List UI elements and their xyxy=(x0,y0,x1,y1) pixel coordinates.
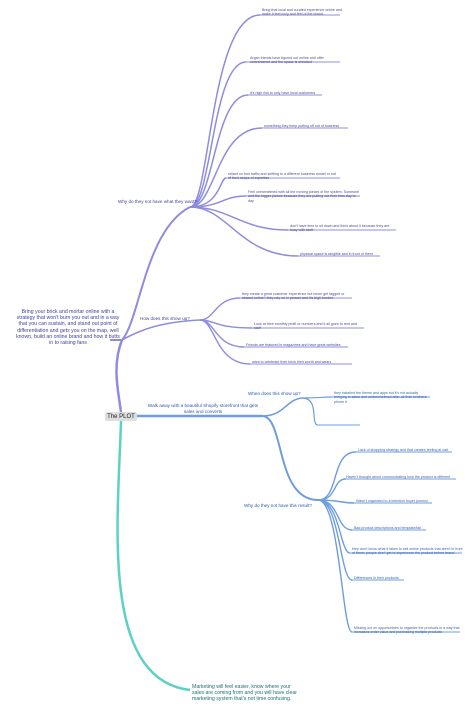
purple-why-item-1: Bring that local and curated experience … xyxy=(262,8,342,17)
blue-why-item-4: Bad product descriptions and template/ta… xyxy=(354,526,421,530)
central-node[interactable]: The PLOT xyxy=(105,412,137,421)
blue-show-underlines xyxy=(318,396,430,426)
connector-root-teal xyxy=(116,420,191,692)
purple-show-label: How does this show up? xyxy=(140,316,190,321)
blue-show-label: When does this show up? xyxy=(248,391,301,396)
purple-show-item-3: Friends are featured in magazines and ha… xyxy=(246,343,341,347)
blue-why-branches xyxy=(317,451,357,633)
teal-summary: Marketing will feel easier, know where y… xyxy=(192,684,297,703)
purple-why-item-6: Feel overwhelmed with all the moving pie… xyxy=(248,190,360,203)
purple-show-item-1: they create a great customer experience … xyxy=(242,292,345,301)
connector-purple-show xyxy=(121,319,201,341)
purple-why-item-2: Argan friends have figured out online an… xyxy=(250,56,324,65)
purple-why-item-3: It's high risk to only have local custom… xyxy=(250,91,316,95)
purple-why-item-7: don't have time to sit down and think ab… xyxy=(290,224,390,233)
blue-summary: Walk away with a beautiful Shopify store… xyxy=(147,403,259,414)
blue-why-item-3: Wasn't organized to a intention buyer jo… xyxy=(356,499,428,503)
blue-why-item-6: Differences in their products xyxy=(354,576,399,580)
purple-why-item-5: reliant on foot traffic and shifting to … xyxy=(228,172,336,181)
blue-why-item-1: Lack of shopping strategy and that creat… xyxy=(358,448,449,452)
blue-why-item-7: Missing out on opportunities to organize… xyxy=(354,626,460,635)
purple-show-underlines xyxy=(240,297,364,365)
purple-why-item-4: something they keep putting off out of b… xyxy=(264,124,340,128)
connector-purple-why xyxy=(121,206,191,341)
blue-show-branches xyxy=(301,396,333,426)
purple-why-label: Why do they not have what they want? xyxy=(118,199,197,204)
purple-show-item-2: Look at their monthly profit or numbers … xyxy=(254,322,357,331)
purple-show-branches xyxy=(199,297,253,365)
connector-blue-why xyxy=(261,415,319,501)
blue-why-item-5: they don't know what it takes to sell on… xyxy=(352,547,463,556)
purple-why-underlines xyxy=(226,14,396,257)
purple-why-item-8: physical space is tangible and in front … xyxy=(300,252,373,256)
connector-blue-show xyxy=(261,397,303,417)
blue-why-item-2: Haven't thought about communicating how … xyxy=(346,475,451,479)
purple-summary: Bring your brick and mortar online with … xyxy=(16,309,120,347)
blue-why-label: Why do they not have this result? xyxy=(244,503,312,508)
purple-show-item-4: want to celebrate their brick their wort… xyxy=(252,360,332,364)
blue-why-underlines xyxy=(346,451,462,633)
purple-why-branches xyxy=(189,14,299,257)
connector-root-purple xyxy=(115,339,124,413)
blue-show-item-1: they installed the theme and apps but it… xyxy=(334,391,428,404)
